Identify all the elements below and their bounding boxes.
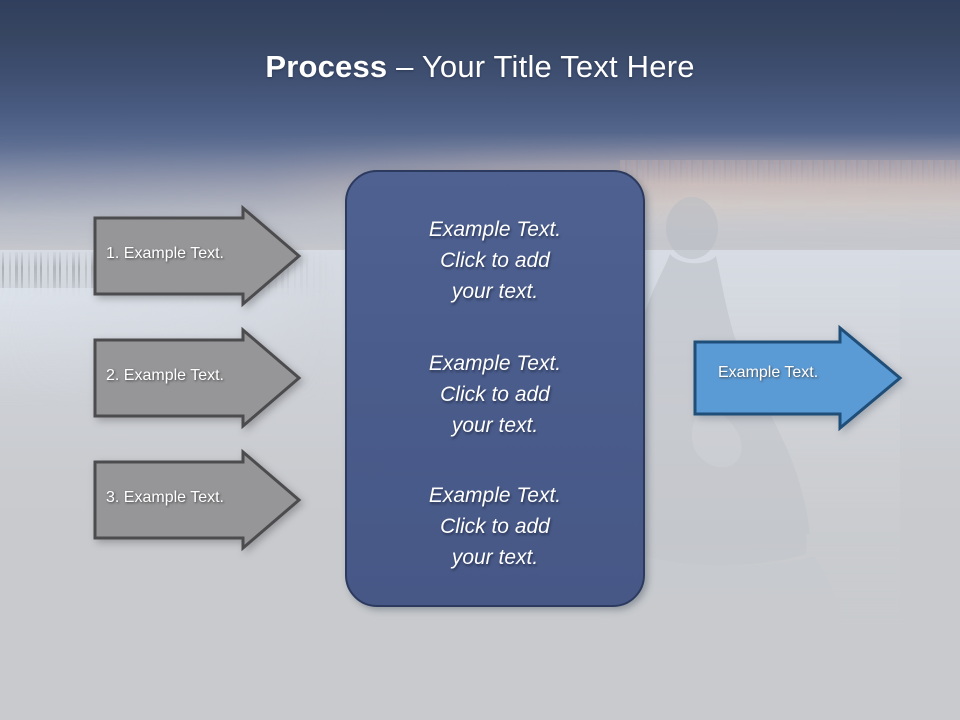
slide-title: Process – Your Title Text Here <box>0 48 960 86</box>
panel-text-block-1-line-3: your text. <box>451 280 539 303</box>
process-step-arrow-2[interactable]: 2. Example Text. <box>88 326 306 430</box>
process-detail-panel-body: Example Text. Click to add your text. Ex… <box>347 172 643 605</box>
panel-text-block-3-line-3: your text. <box>451 546 539 569</box>
slide-title-bold: Process <box>265 49 388 84</box>
panel-text-block-1[interactable]: Example Text. Click to add your text. <box>373 214 617 307</box>
process-step-arrow-1-label: 1. Example Text. <box>106 245 224 262</box>
panel-text-block-3[interactable]: Example Text. Click to add your text. <box>373 480 617 573</box>
panel-text-block-2-line-3: your text. <box>451 414 539 437</box>
process-detail-panel[interactable]: Example Text. Click to add your text. Ex… <box>345 170 645 607</box>
process-output-arrow[interactable]: Example Text. <box>688 316 910 440</box>
process-step-arrow-3-label: 3. Example Text. <box>106 489 224 506</box>
panel-text-block-3-line-1: Example Text. <box>428 484 562 507</box>
slide-title-rest: – Your Title Text Here <box>387 49 695 84</box>
panel-text-block-3-line-2: Click to add <box>440 515 550 538</box>
panel-text-block-1-line-1: Example Text. <box>428 218 562 241</box>
panel-text-block-2[interactable]: Example Text. Click to add your text. <box>373 348 617 441</box>
panel-text-block-2-line-1: Example Text. <box>428 352 562 375</box>
panel-text-block-2-line-2: Click to add <box>440 383 550 406</box>
process-step-arrow-1[interactable]: 1. Example Text. <box>88 204 306 308</box>
panel-text-block-1-line-2: Click to add <box>440 249 550 272</box>
process-step-arrow-2-label: 2. Example Text. <box>106 367 224 384</box>
process-output-arrow-label: Example Text. <box>718 364 819 381</box>
process-step-arrow-3[interactable]: 3. Example Text. <box>88 448 306 552</box>
